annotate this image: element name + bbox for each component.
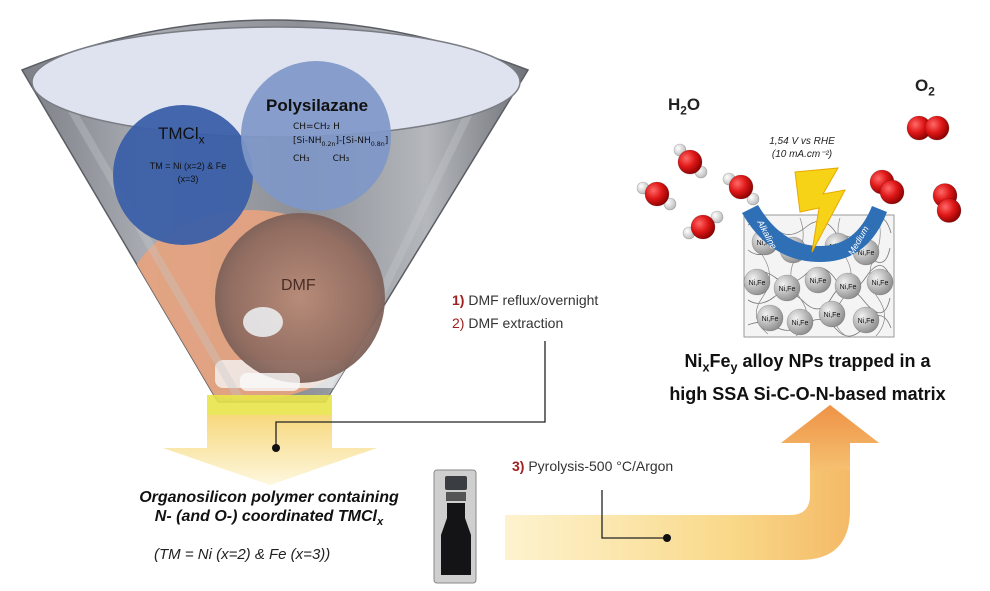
water-molecule-icon <box>682 210 724 240</box>
tmcl-circle <box>113 105 253 245</box>
lightning-bolt-icon <box>794 167 846 253</box>
nanoparticle-icon: Ni,Fe <box>866 268 894 296</box>
nanoparticle-label: Ni,Fe <box>779 286 796 293</box>
nanoparticle-label: Ni,Fe <box>858 318 875 325</box>
down-arrow <box>163 415 377 485</box>
nanoparticle-sphere <box>804 266 832 294</box>
nanoparticle-label: Ni,Fe <box>858 250 875 257</box>
tmcl-label: TMClx <box>158 124 205 147</box>
o2-label: O2 <box>915 76 935 99</box>
nanoparticle-label: Ni,Fe <box>757 240 774 247</box>
dmf-label: DMF <box>281 277 316 294</box>
oxygen-atom <box>879 179 905 205</box>
nanoparticle-icon: Ni,Fe <box>773 274 801 302</box>
nanoparticle-sphere <box>818 300 846 328</box>
product-description: Organosilicon polymer containing N- (and… <box>139 489 399 529</box>
nanoparticle-label: Ni,Fe <box>762 316 779 323</box>
final-product-title: NixFey alloy NPs trapped in a high SSA S… <box>669 351 946 404</box>
oxygen-molecule-icon <box>869 169 905 205</box>
nanoparticle-icon: Ni,Fe <box>804 266 832 294</box>
nanoparticle-sphere <box>743 268 771 296</box>
water-molecule-icon <box>636 181 677 211</box>
nanoparticle-label: Ni,Fe <box>824 312 841 319</box>
polysilazane-circle <box>241 61 391 211</box>
potential-label: 1,54 V vs RHE (10 mA.cm⁻²) <box>769 136 835 160</box>
nanoparticle-sphere <box>834 272 862 300</box>
step-1-label: 1) DMF reflux/overnight <box>452 292 599 308</box>
hydrogen-atom <box>663 197 677 211</box>
oxygen-atom <box>924 115 950 141</box>
step-3-label: 3) Pyrolysis-500 °C/Argon <box>512 458 674 474</box>
nanoparticle-icon: Ni,Fe <box>834 272 862 300</box>
step-connector-1 <box>272 341 546 452</box>
oxygen-molecule-icon <box>932 183 962 223</box>
oxygen-molecule-icon <box>906 115 950 141</box>
oxygen-atom <box>690 214 716 240</box>
tmcl-note: TM = Ni (x=2) & Fe (x=3) <box>149 161 227 184</box>
nanoparticle-icon: Ni,Fe <box>818 300 846 328</box>
alkaline-medium-arc <box>742 205 887 262</box>
nanoparticle-icon: Ni,Fe <box>852 306 880 334</box>
oxygen-atom <box>936 198 962 223</box>
nanoparticle-sphere <box>786 308 814 336</box>
dmf-circle <box>215 213 385 383</box>
oxygen-atom <box>728 174 754 200</box>
polysilazane-label: Polysilazane <box>266 96 369 115</box>
nanoparticle-sphere <box>773 274 801 302</box>
nanoparticle-label: Ni,Fe <box>810 278 827 285</box>
nanoparticle-label: Ni,Fe <box>872 280 889 287</box>
hydrogen-atom <box>710 210 724 224</box>
water-molecule-icon <box>673 143 708 179</box>
hydrogen-atom <box>746 192 760 206</box>
step-2-label: 2) DMF extraction <box>452 315 564 331</box>
vial-icon <box>433 469 477 584</box>
nanoparticle-sphere <box>756 304 784 332</box>
product-note: (TM = Ni (x=2) & Fe (x=3)) <box>154 546 331 563</box>
nanoparticle-icon: Ni,Fe <box>786 308 814 336</box>
polysilazane-structure: CH=CH₂ H [Si-NH0.2n]-[Si-NH0.8n] CH₃ CH₃ <box>293 122 389 164</box>
water-molecule-icon <box>722 172 760 206</box>
nanoparticle-label: Ni,Fe <box>792 320 809 327</box>
nanoparticle-label: Ni,Fe <box>749 280 766 287</box>
oxygen-atom <box>644 181 670 207</box>
nanoparticle-icon: Ni,Fe <box>756 304 784 332</box>
bent-arrow <box>505 405 879 560</box>
nanoparticle-label: Ni,Fe <box>840 284 857 291</box>
molecules <box>636 115 962 240</box>
nanoparticle-sphere <box>866 268 894 296</box>
nanoparticle-icon: Ni,Fe <box>743 268 771 296</box>
oxygen-atom <box>677 149 703 175</box>
venn-circles <box>113 61 391 391</box>
nanoparticle-sphere <box>852 306 880 334</box>
step-connector-3 <box>601 490 671 542</box>
h2o-label: H2O <box>668 95 701 118</box>
